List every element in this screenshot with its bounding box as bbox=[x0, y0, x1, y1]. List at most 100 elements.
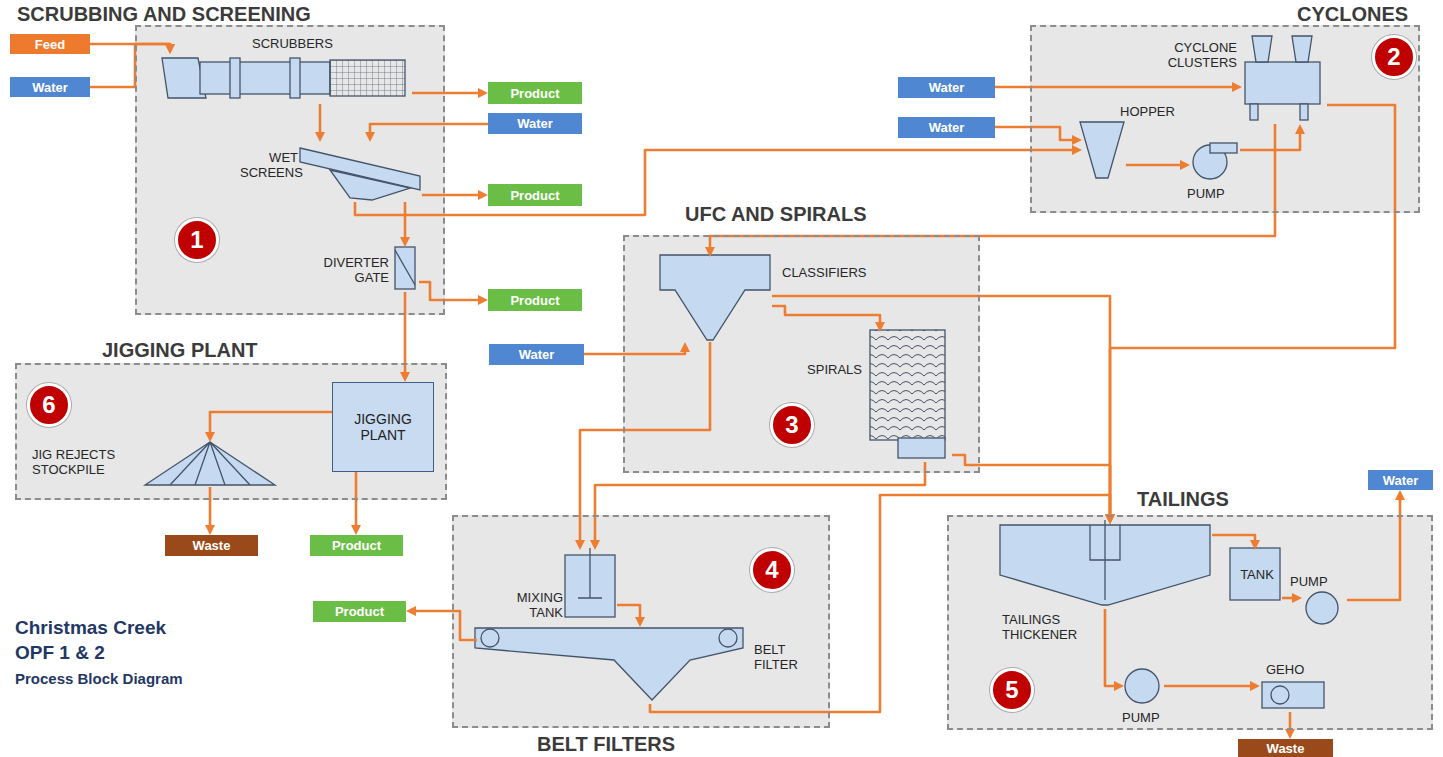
title-text: Process Block Diagram bbox=[15, 670, 183, 687]
stream-box: Product bbox=[488, 82, 582, 104]
plant-box: JIGGING PLANT bbox=[332, 382, 434, 472]
flow-connector bbox=[1105, 609, 1124, 691]
flow-line bbox=[584, 350, 685, 354]
flow-connector bbox=[705, 124, 1275, 257]
flow-line bbox=[1240, 132, 1300, 150]
callout-number: 6 bbox=[42, 391, 55, 419]
flow-connector bbox=[995, 127, 1082, 145]
flow-connector bbox=[315, 104, 325, 142]
section-heading: JIGGING PLANT bbox=[102, 339, 258, 362]
flow-connector bbox=[1105, 105, 1395, 524]
equipment-label: HOPPER bbox=[1120, 104, 1190, 119]
geho-pump: GEHO bbox=[1260, 682, 1330, 712]
flow-line bbox=[414, 611, 477, 640]
spiral-bank: SPIRALS bbox=[872, 332, 952, 462]
arrow-head bbox=[1285, 729, 1295, 739]
title-text: Christmas Creek bbox=[15, 617, 166, 639]
callout-number: 5 bbox=[1005, 676, 1018, 704]
callout-circle: 1 bbox=[175, 218, 219, 262]
stream-label: Waste bbox=[193, 538, 231, 553]
arrow-head bbox=[1295, 124, 1305, 134]
flow-connector bbox=[412, 88, 488, 98]
equipment-label: WET SCREENS bbox=[240, 150, 298, 180]
arrow-head bbox=[205, 525, 215, 535]
pump: PUMP bbox=[1190, 142, 1240, 182]
diverter-gate: DIVERTER GATE bbox=[395, 247, 419, 292]
arrow-head bbox=[1232, 82, 1242, 92]
equipment-label: CYCLONE CLUSTERS bbox=[1147, 40, 1237, 70]
stream-box: Water bbox=[898, 77, 995, 98]
flow-line bbox=[1105, 609, 1116, 686]
equipment-label: JIG REJECTS STOCKPILE bbox=[32, 447, 142, 477]
section-panel: SCRUBBING AND SCREENING1SCRUBBERSWET SCR… bbox=[135, 25, 445, 315]
flow-connector bbox=[772, 306, 885, 332]
section-heading: UFC AND SPIRALS bbox=[685, 203, 866, 226]
flow-connector bbox=[365, 124, 488, 142]
equipment-label: PUMP bbox=[1122, 710, 1172, 725]
plant-label: JIGGING PLANT bbox=[333, 407, 433, 447]
callout-number: 3 bbox=[785, 411, 798, 439]
flow-connector bbox=[400, 202, 410, 247]
flow-line bbox=[1212, 535, 1255, 542]
flow-line bbox=[1347, 498, 1400, 600]
callout-number: 2 bbox=[1387, 43, 1400, 71]
flow-line bbox=[772, 296, 1110, 516]
stream-label: Product bbox=[510, 293, 559, 308]
stream-box: Product bbox=[488, 184, 582, 206]
stream-box: Water bbox=[898, 117, 995, 138]
equipment-label: SCRUBBERS bbox=[252, 36, 352, 51]
arrow-head bbox=[365, 132, 375, 142]
equipment-label: PUMP bbox=[1290, 574, 1340, 589]
equipment-label: MIXING TANK bbox=[505, 590, 563, 620]
arrow-head bbox=[315, 132, 325, 142]
section-panel: JIGGING PLANT6JIGGING PLANTJIG REJECTS S… bbox=[15, 363, 447, 500]
flow-connector bbox=[1285, 712, 1295, 739]
arrow-head bbox=[1072, 145, 1082, 155]
callout-circle: 4 bbox=[750, 548, 794, 592]
cyclone-cluster: CYCLONE CLUSTERS bbox=[1242, 32, 1327, 124]
arrow-head bbox=[1114, 681, 1124, 691]
equipment-label: CLASSIFIERS bbox=[782, 265, 892, 280]
flow-line bbox=[1164, 685, 1252, 688]
pump: PUMP bbox=[1302, 592, 1347, 628]
arrow-head bbox=[590, 540, 600, 550]
stream-label: Water bbox=[32, 80, 68, 95]
flow-line bbox=[1110, 105, 1395, 516]
hopper: HOPPER bbox=[1082, 124, 1126, 180]
equipment-label: TAILINGS THICKENER bbox=[1002, 612, 1097, 642]
flow-line bbox=[209, 487, 212, 527]
arrow-head bbox=[165, 44, 175, 54]
flow-line bbox=[617, 605, 640, 619]
equipment-label: GEHO bbox=[1266, 662, 1316, 677]
stream-label: Product bbox=[332, 538, 381, 553]
callout-circle: 2 bbox=[1372, 35, 1416, 79]
arrow-head bbox=[205, 432, 215, 442]
flow-connector bbox=[205, 487, 215, 535]
arrow-head bbox=[1395, 490, 1405, 500]
arrow-head bbox=[1292, 593, 1302, 603]
flow-connector bbox=[1212, 535, 1260, 550]
callout-number: 1 bbox=[190, 226, 203, 254]
flow-line bbox=[419, 282, 480, 300]
tank: TANK bbox=[1232, 550, 1282, 602]
wet-screen: WET SCREENS bbox=[302, 142, 422, 202]
section-panel: CYCLONES2CYCLONE CLUSTERSHOPPERPUMP bbox=[1030, 25, 1420, 213]
title-text: OPF 1 & 2 bbox=[15, 642, 105, 664]
stream-label: Product bbox=[510, 188, 559, 203]
callout-circle: 3 bbox=[770, 403, 814, 447]
stream-label: Water bbox=[929, 120, 965, 135]
flow-line bbox=[412, 92, 480, 95]
flow-line bbox=[595, 462, 925, 542]
flow-connector bbox=[406, 606, 477, 640]
flow-line bbox=[422, 194, 480, 197]
section-panel: BELT FILTERS4MIXING TANKBELT FILTER bbox=[452, 515, 830, 728]
section-panel: UFC AND SPIRALS3CLASSIFIERSSPIRALS bbox=[623, 235, 980, 473]
stream-label: Water bbox=[519, 347, 555, 362]
thickener: TAILINGS THICKENER bbox=[1002, 524, 1212, 609]
stockpile: JIG REJECTS STOCKPILE bbox=[147, 442, 272, 487]
stream-box: Product bbox=[488, 289, 582, 311]
stream-label: Waste bbox=[1267, 741, 1305, 756]
flow-line bbox=[319, 104, 322, 134]
